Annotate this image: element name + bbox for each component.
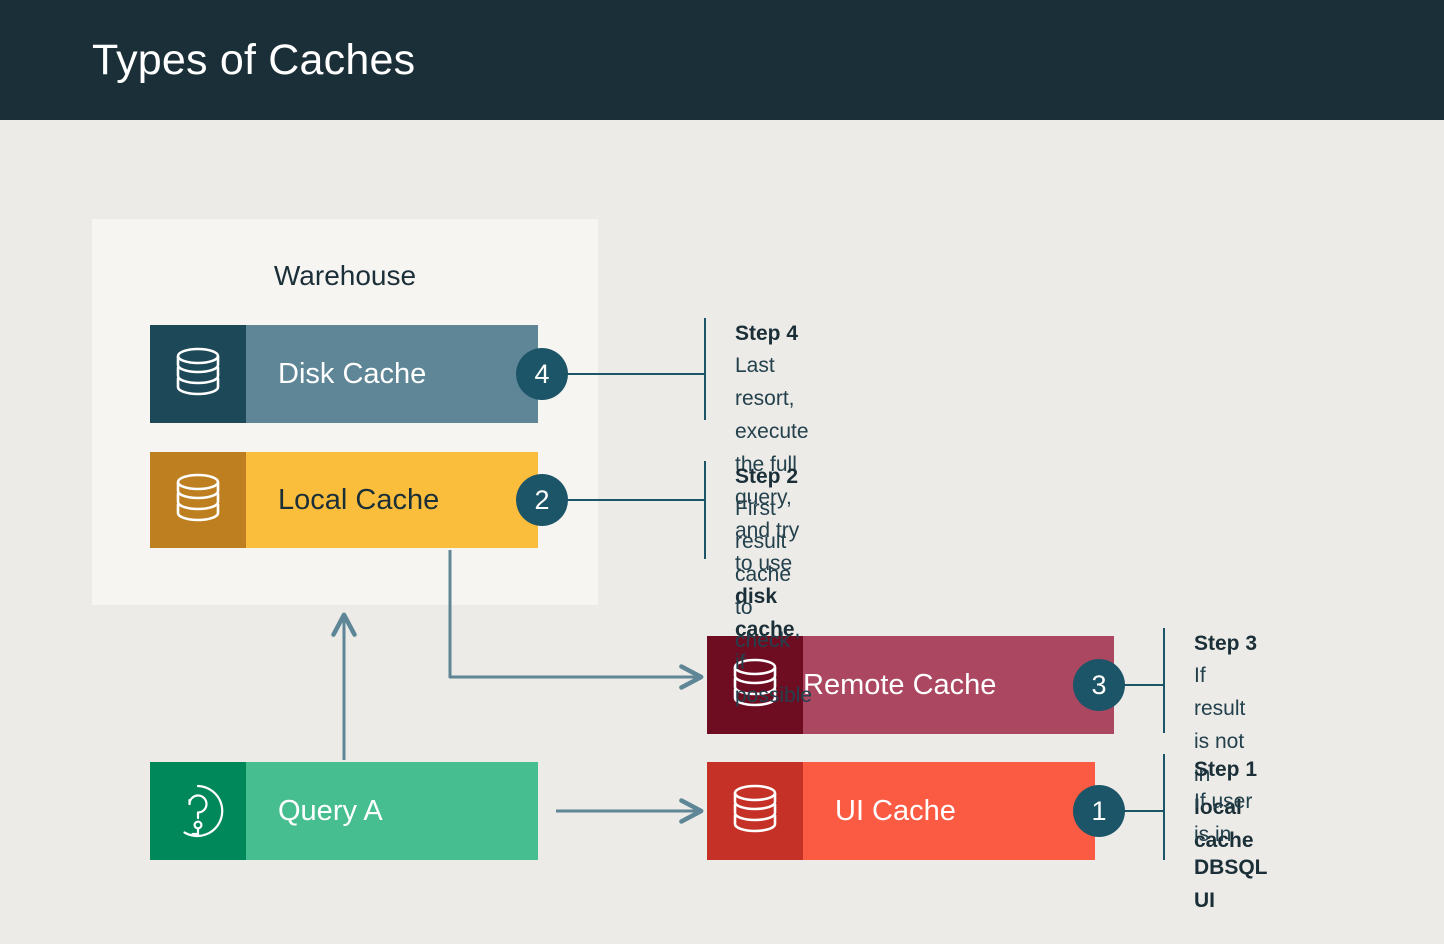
page-header: Types of Caches <box>0 0 1444 120</box>
question-circle-icon <box>150 762 246 860</box>
page-title: Types of Caches <box>92 36 416 84</box>
node-label: Remote Cache <box>803 669 997 701</box>
node-body: Disk Cache <box>246 325 538 423</box>
callout-rule <box>704 461 706 559</box>
badge-step-3[interactable]: 3 <box>1073 659 1125 711</box>
callout-title: Step 3 <box>1194 632 1258 655</box>
badge-step-1[interactable]: 1 <box>1073 785 1125 837</box>
callout-rule <box>704 318 706 420</box>
node-disk-cache[interactable]: Disk Cache <box>150 325 538 423</box>
database-icon <box>150 325 246 423</box>
node-body: Query A <box>246 762 538 860</box>
callout-title: Step 4 <box>735 322 799 345</box>
warehouse-label: Warehouse <box>273 260 417 291</box>
database-icon <box>150 452 246 548</box>
leader-line-step-1 <box>1123 810 1165 812</box>
callout-rule <box>1163 628 1165 733</box>
node-label: Query A <box>278 795 383 827</box>
callout-text: Step 2 First result cache to check <box>735 461 798 657</box>
node-label: UI Cache <box>835 795 956 827</box>
node-query-a[interactable]: Query A <box>150 762 538 860</box>
node-body: Local Cache <box>246 452 538 548</box>
node-local-cache[interactable]: Local Cache <box>150 452 538 548</box>
callout-desc: First result cache to check <box>735 497 792 652</box>
leader-line-step-3 <box>1123 684 1165 686</box>
node-ui-cache[interactable]: UI Cache <box>707 762 1095 860</box>
diagram-stage: Warehouse <box>0 120 1444 944</box>
node-remote-cache[interactable]: Remote Cache <box>707 636 1115 734</box>
node-label: Local Cache <box>278 484 440 516</box>
callout-title: Step 1 <box>1194 758 1258 781</box>
leader-line-step-2 <box>566 499 706 501</box>
callout-text: Step 4 Last resort, execute the full que… <box>735 318 812 712</box>
database-icon <box>707 762 803 860</box>
callout-title: Step 2 <box>735 465 799 488</box>
leader-line-step-4 <box>566 373 706 375</box>
node-body: UI Cache <box>803 762 1095 860</box>
badge-step-4[interactable]: 4 <box>516 348 568 400</box>
callout-rule <box>1163 754 1165 860</box>
database-icon <box>707 636 803 734</box>
node-body: Remote Cache <box>803 636 1115 734</box>
node-label: Disk Cache <box>278 358 427 390</box>
callout-desc: Last resort, execute the full query,and … <box>735 354 813 707</box>
badge-step-2[interactable]: 2 <box>516 474 568 526</box>
